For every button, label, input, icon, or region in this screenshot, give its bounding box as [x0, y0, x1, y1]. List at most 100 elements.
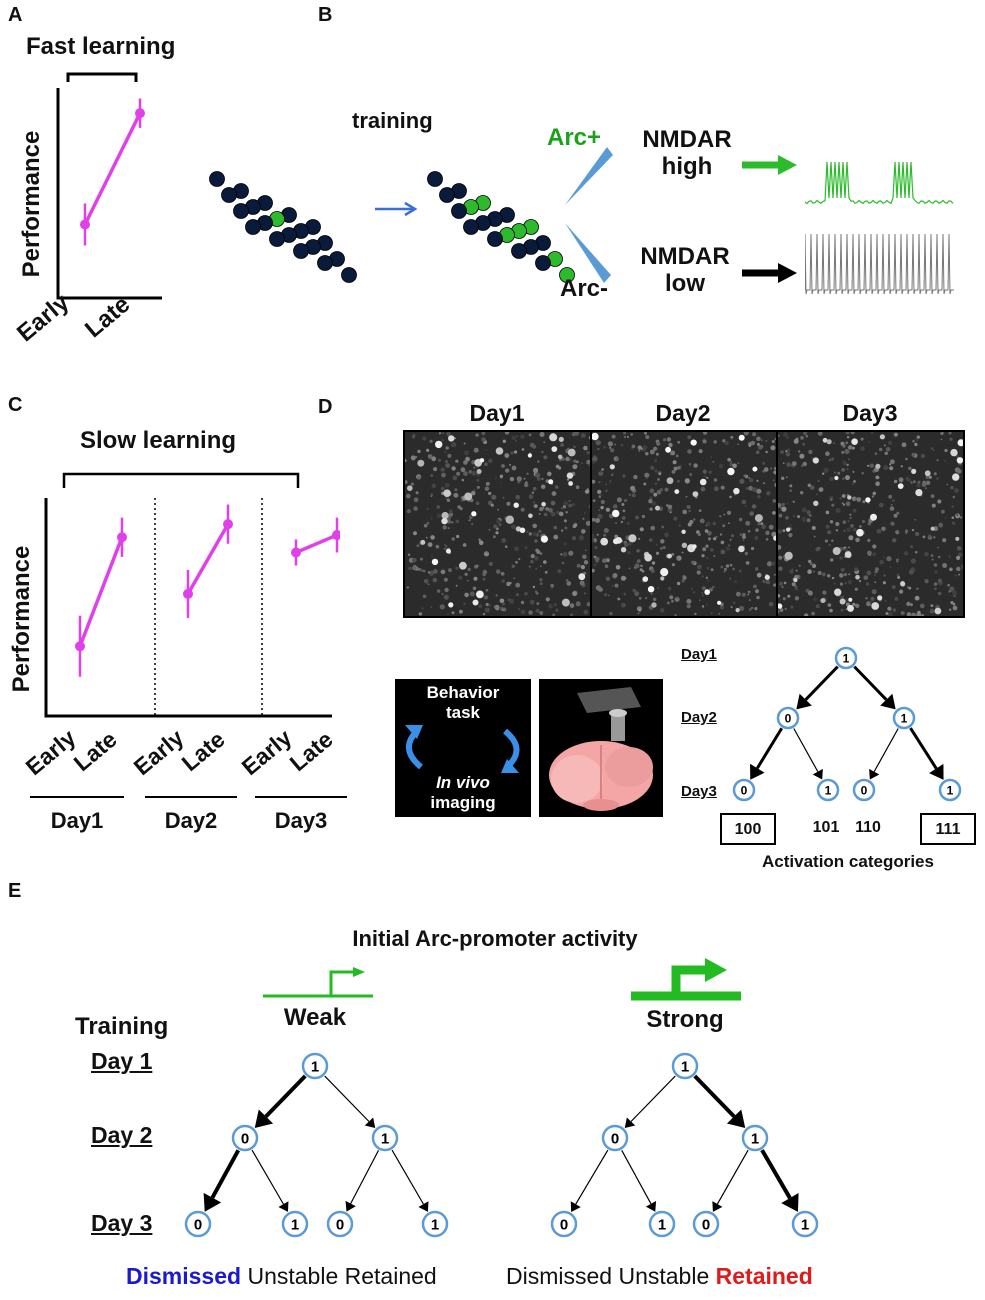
weak-promoter-icon [263, 967, 373, 998]
tree-edge [693, 1074, 736, 1118]
neuron-active [559, 267, 575, 283]
c-tick-d2-late: Late [176, 725, 230, 777]
tree-node [231, 1124, 259, 1152]
node-value: 0 [785, 711, 792, 725]
strong-promoter-icon [631, 958, 741, 1001]
data-point [332, 530, 340, 541]
tree-node [671, 1052, 699, 1080]
panel-a-ylabel: Performance [18, 130, 45, 278]
behavior-task-label: Behavior task [395, 683, 531, 723]
tree-node [791, 1210, 819, 1238]
invivo-line1: In vivo [436, 773, 490, 792]
tree-node [301, 1052, 329, 1080]
d-day3: Day3 [842, 400, 898, 426]
tree-edge [264, 1074, 307, 1118]
panel-label-c: C [8, 394, 23, 416]
node-value: 0 [741, 783, 748, 797]
brain-icon [549, 687, 653, 811]
node-value: 1 [681, 1058, 689, 1075]
strong-label: Strong [646, 1006, 724, 1033]
node-value: 0 [336, 1216, 344, 1233]
imaging-day2 [591, 432, 779, 616]
training-label: training [352, 108, 433, 133]
c-tick-d1-late: Late [68, 725, 122, 777]
cycle-arrows-icon [405, 725, 520, 773]
tree-edge [716, 1149, 749, 1205]
panel-label-d: D [318, 396, 333, 418]
e-day3: Day 3 [91, 1210, 153, 1236]
imaging-day3 [778, 432, 964, 616]
node-value: 0 [241, 1130, 249, 1147]
arc-neg-label: Arc- [560, 275, 609, 302]
node-value: 0 [702, 1216, 710, 1233]
low-arrowhead [778, 263, 797, 283]
series-line [78, 536, 124, 647]
tree-day1: Day1 [681, 646, 717, 663]
panel-label-e: E [8, 880, 22, 902]
outcome-unstable-left: Unstable [247, 1263, 339, 1289]
panel-a-title: Fast learning [26, 33, 176, 60]
bracket-c [62, 472, 300, 488]
tree-edge [391, 1149, 424, 1205]
panel-a-chart [56, 72, 162, 300]
tree-arrowhead [880, 693, 896, 710]
data-point [291, 547, 301, 558]
activation-categories-label: Activation categories [762, 852, 934, 871]
series-c [75, 504, 340, 677]
axes [56, 88, 162, 300]
neuron-inactive [535, 255, 551, 271]
tree-node [892, 706, 916, 730]
tree-node [816, 778, 840, 802]
node-value: 0 [861, 783, 868, 797]
series-line [186, 523, 230, 595]
neuron-inactive [245, 219, 261, 235]
category-110: 110 [855, 819, 881, 836]
tree-arrowhead [364, 1117, 376, 1128]
tree-edge [873, 728, 899, 772]
e-day1: Day 1 [91, 1048, 153, 1074]
tree-node [371, 1124, 399, 1152]
tree-arrowhead [624, 1117, 636, 1128]
data-point [223, 519, 233, 530]
data-point [135, 108, 145, 119]
tree-edge [760, 1149, 792, 1200]
node-value: 1 [311, 1058, 319, 1075]
tree-node [732, 778, 756, 802]
data-point [183, 588, 193, 599]
tree-node [741, 1124, 769, 1152]
tree-edge [793, 728, 819, 772]
tree-day2: Day2 [681, 709, 717, 726]
neuron-inactive [439, 187, 455, 203]
neuron-inactive [511, 243, 527, 259]
series-line [83, 112, 142, 226]
trace-low [805, 233, 954, 295]
tree-arrowhead [929, 763, 944, 780]
tree-edge [575, 1149, 609, 1205]
tree-arrowhead [203, 1192, 222, 1212]
node-value: 1 [801, 1216, 809, 1233]
training-heading: Training [75, 1013, 169, 1040]
brain-illustration [539, 679, 663, 817]
weak-label: Weak [283, 1004, 347, 1031]
imaging-day1 [405, 432, 592, 616]
panel-c-title: Slow learning [80, 427, 237, 454]
c-day3: Day3 [274, 808, 328, 833]
category-100: 100 [720, 813, 776, 845]
tree-node [184, 1210, 212, 1238]
node-value: 1 [658, 1216, 666, 1233]
tree-arrowhead [712, 1201, 723, 1212]
behavior-line2: task [445, 703, 481, 722]
panel-label-b: B [318, 4, 333, 26]
tree-edge [909, 727, 938, 770]
nmdar-high-line1: NMDAR [642, 126, 732, 153]
outcome-unstable-right: Unstable [618, 1263, 710, 1289]
tree-node [281, 1210, 309, 1238]
tree-arrowhead [418, 1201, 429, 1212]
node-value: 0 [611, 1130, 619, 1147]
tree-node [421, 1210, 449, 1238]
neuron-inactive [427, 171, 443, 187]
tree-arrowhead [570, 1201, 581, 1212]
tree-edge [210, 1149, 241, 1199]
outcome-retained-left: Retained [344, 1263, 437, 1289]
